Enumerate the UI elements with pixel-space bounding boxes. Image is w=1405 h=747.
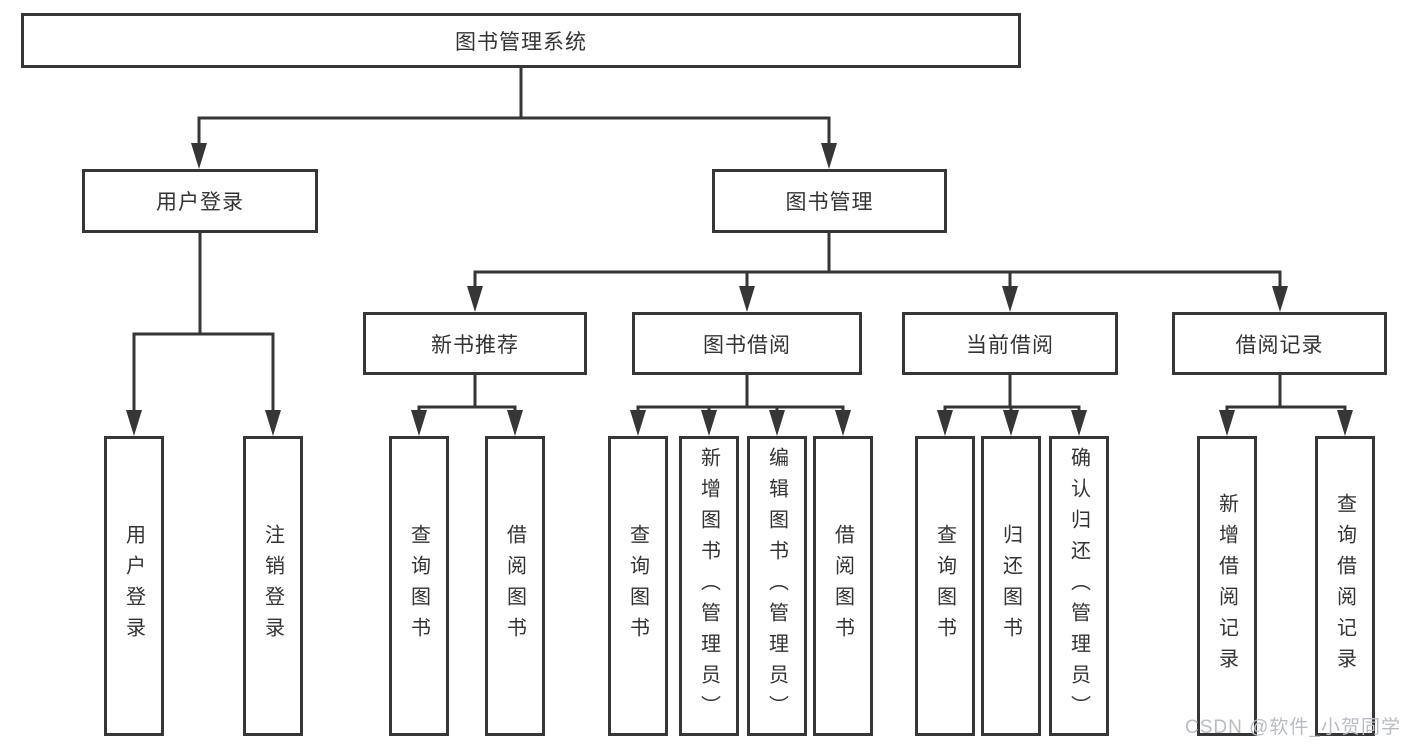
branch-book-management bbox=[467, 232, 1288, 312]
csdn-watermark: CSDN @软件_小贺同学 bbox=[1185, 717, 1401, 738]
leaf-query-book-current: 查询图书 bbox=[915, 436, 975, 736]
leaf-edit-book-admin-label: 编辑图书（管理员） bbox=[765, 446, 788, 726]
leaf-return-book-label: 归还图书 bbox=[999, 524, 1022, 648]
leaf-query-book-borrow: 查询图书 bbox=[608, 436, 668, 736]
leaf-logout-login: 注销登录 bbox=[243, 436, 303, 736]
leaf-confirm-return-admin: 确认归还（管理员） bbox=[1049, 436, 1109, 736]
leaf-borrow-book-recommend-label: 借阅图书 bbox=[503, 524, 526, 648]
branch-user-login bbox=[126, 232, 281, 436]
node-book-management-label: 图书管理 bbox=[785, 191, 874, 214]
node-borrow-record: 借阅记录 bbox=[1172, 312, 1387, 375]
leaf-add-book-admin-label: 新增图书（管理员） bbox=[697, 446, 720, 726]
node-user-login: 用户登录 bbox=[82, 169, 318, 233]
leaf-user-login: 用户登录 bbox=[104, 436, 164, 736]
leaf-confirm-return-admin-label: 确认归还（管理员） bbox=[1067, 446, 1090, 726]
leaf-query-book-recommend-label: 查询图书 bbox=[407, 524, 430, 648]
node-root-label: 图书管理系统 bbox=[455, 30, 587, 54]
leaf-query-borrow-record: 查询借阅记录 bbox=[1315, 436, 1375, 736]
node-new-book-recommend: 新书推荐 bbox=[363, 312, 587, 375]
node-root: 图书管理系统 bbox=[21, 13, 1021, 68]
leaf-edit-book-admin: 编辑图书（管理员） bbox=[747, 436, 807, 736]
node-current-borrow: 当前借阅 bbox=[902, 312, 1118, 375]
branch-borrow-record bbox=[1219, 375, 1353, 436]
leaf-return-book: 归还图书 bbox=[981, 436, 1041, 736]
leaf-query-book-recommend: 查询图书 bbox=[389, 436, 449, 736]
leaf-logout-login-label: 注销登录 bbox=[261, 524, 284, 648]
branch-new-book-recommend bbox=[411, 375, 523, 436]
leaf-query-borrow-record-label: 查询借阅记录 bbox=[1333, 493, 1356, 679]
leaf-borrow-book-label: 借阅图书 bbox=[831, 524, 854, 648]
leaf-borrow-book: 借阅图书 bbox=[813, 436, 873, 736]
branch-root bbox=[191, 68, 837, 169]
node-new-book-recommend-label: 新书推荐 bbox=[431, 333, 519, 357]
node-borrow-record-label: 借阅记录 bbox=[1235, 333, 1324, 357]
branch-current-borrow bbox=[937, 375, 1087, 436]
leaf-user-login-label: 用户登录 bbox=[122, 524, 145, 648]
node-current-borrow-label: 当前借阅 bbox=[966, 333, 1054, 357]
leaf-query-book-current-label: 查询图书 bbox=[933, 524, 956, 648]
leaf-query-book-borrow-label: 查询图书 bbox=[626, 524, 649, 648]
leaf-add-borrow-record: 新增借阅记录 bbox=[1197, 436, 1257, 736]
leaf-add-borrow-record-label: 新增借阅记录 bbox=[1215, 493, 1238, 679]
node-book-borrow-label: 图书借阅 bbox=[703, 333, 791, 357]
leaf-borrow-book-recommend: 借阅图书 bbox=[485, 436, 545, 736]
node-book-borrow: 图书借阅 bbox=[632, 312, 862, 375]
node-book-management: 图书管理 bbox=[712, 169, 947, 233]
leaf-add-book-admin: 新增图书（管理员） bbox=[679, 436, 739, 736]
branch-book-borrow bbox=[630, 375, 851, 436]
node-user-login-label: 用户登录 bbox=[156, 191, 244, 214]
